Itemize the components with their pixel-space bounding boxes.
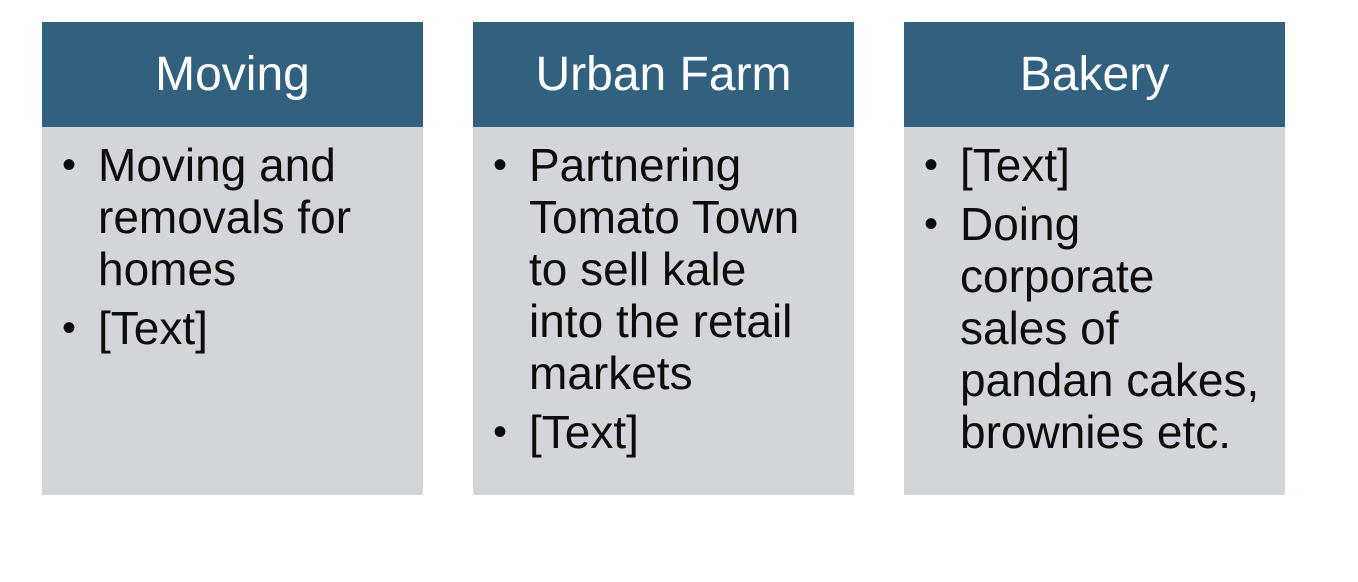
list-item: • [Text] [62,302,405,354]
bullet-icon: • [493,143,508,187]
list-item: • [Text] [493,406,836,458]
text-placeholder[interactable]: [Text] [529,406,639,458]
bullet-icon: • [924,202,939,246]
card-moving-title[interactable]: Moving [155,47,310,101]
card-bakery-header: Bakery [904,22,1285,127]
card-urban-farm-title[interactable]: Urban Farm [535,47,792,101]
bullet-icon: • [62,306,77,350]
card-bakery-title[interactable]: Bakery [1019,47,1170,101]
bullet-icon: • [924,143,939,187]
card-moving-header: Moving [42,22,423,127]
card-urban-farm-header: Urban Farm [473,22,854,127]
bullet-icon: • [62,143,77,187]
text-placeholder[interactable]: [Text] [98,302,208,354]
text-placeholder[interactable]: [Text] [960,139,1070,191]
bullet-icon: • [493,410,508,454]
list-item: • [Text] [924,139,1267,191]
